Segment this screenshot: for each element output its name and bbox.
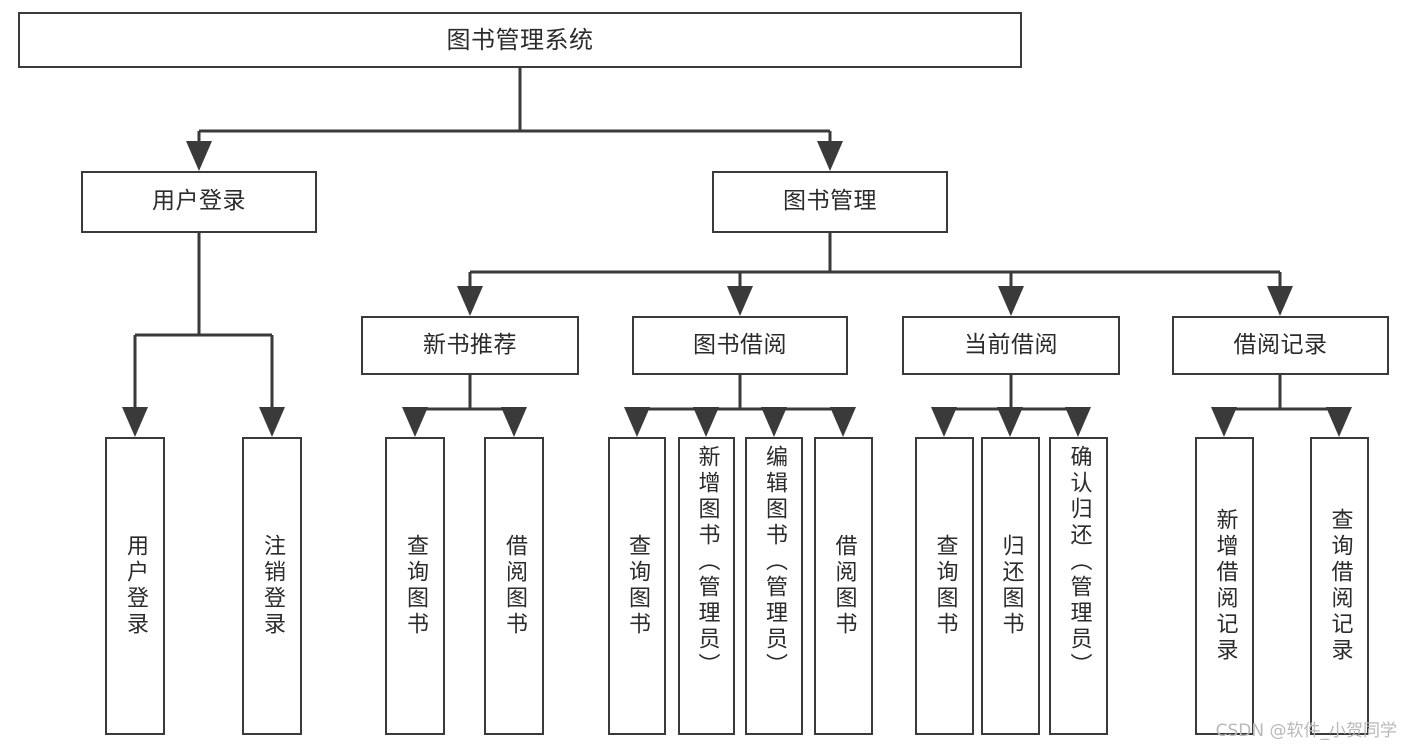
node-leaf-6-label: 编辑图书（管理员） bbox=[762, 445, 787, 679]
node-leaf-2-label: 查询图书 bbox=[403, 534, 428, 638]
arrow-head bbox=[624, 407, 650, 437]
node-leaf-7-label: 借阅图书 bbox=[831, 534, 857, 638]
arrow-head bbox=[1326, 407, 1352, 437]
node-leaf-12-label: 查询借阅记录 bbox=[1327, 508, 1353, 664]
node-level2-3-label: 借阅记录 bbox=[1233, 331, 1328, 358]
node-leaf-3[interactable]: 借阅图书 bbox=[484, 437, 544, 735]
node-leaf-5[interactable]: 新增图书（管理员） bbox=[678, 437, 735, 735]
node-leaf-0[interactable]: 用户登录 bbox=[105, 437, 165, 735]
node-leaf-10-label: 确认归还（管理员） bbox=[1066, 445, 1092, 679]
arrow-head bbox=[457, 286, 483, 316]
node-root-label: 图书管理系统 bbox=[446, 25, 594, 54]
node-root[interactable]: 图书管理系统 bbox=[18, 12, 1022, 68]
node-leaf-1-label: 注销登录 bbox=[260, 534, 285, 638]
node-leaf-9[interactable]: 归还图书 bbox=[981, 437, 1040, 735]
node-leaf-5-label: 新增图书（管理员） bbox=[694, 445, 720, 679]
node-leaf-4[interactable]: 查询图书 bbox=[608, 437, 666, 735]
node-leaf-6[interactable]: 编辑图书（管理员） bbox=[745, 437, 803, 735]
arrow-head bbox=[761, 407, 787, 437]
node-level1-0-label: 用户登录 bbox=[152, 188, 246, 215]
node-leaf-9-label: 归还图书 bbox=[998, 534, 1024, 638]
arrow-head bbox=[997, 407, 1023, 437]
node-leaf-4-label: 查询图书 bbox=[625, 534, 650, 638]
node-leaf-2[interactable]: 查询图书 bbox=[385, 437, 445, 735]
node-level1-0[interactable]: 用户登录 bbox=[81, 171, 317, 233]
arrow-head bbox=[727, 286, 753, 316]
arrow-head bbox=[402, 407, 428, 437]
arrow-head bbox=[817, 141, 843, 171]
arrow-head bbox=[1267, 286, 1293, 316]
node-leaf-7[interactable]: 借阅图书 bbox=[814, 437, 873, 735]
node-level2-2[interactable]: 当前借阅 bbox=[902, 316, 1120, 375]
node-level2-2-label: 当前借阅 bbox=[964, 331, 1058, 358]
arrow-head bbox=[186, 141, 212, 171]
arrow-head bbox=[122, 407, 148, 437]
node-leaf-8-label: 查询图书 bbox=[932, 534, 958, 638]
arrow-head bbox=[693, 407, 719, 437]
node-level1-1-label: 图书管理 bbox=[783, 188, 877, 215]
arrow-head bbox=[501, 407, 527, 437]
node-leaf-0-label: 用户登录 bbox=[123, 534, 148, 638]
node-level2-0-label: 新书推荐 bbox=[423, 331, 517, 358]
node-leaf-3-label: 借阅图书 bbox=[502, 534, 527, 638]
arrow-head bbox=[998, 286, 1024, 316]
node-leaf-10[interactable]: 确认归还（管理员） bbox=[1049, 437, 1108, 735]
node-level1-1[interactable]: 图书管理 bbox=[712, 171, 948, 233]
node-leaf-11-label: 新增借阅记录 bbox=[1212, 508, 1238, 664]
node-level2-1[interactable]: 图书借阅 bbox=[632, 316, 848, 375]
arrow-head bbox=[1065, 407, 1091, 437]
node-level2-0[interactable]: 新书推荐 bbox=[361, 316, 579, 375]
node-leaf-1[interactable]: 注销登录 bbox=[242, 437, 302, 735]
arrow-head bbox=[259, 407, 285, 437]
arrow-head bbox=[1211, 407, 1237, 437]
node-level2-1-label: 图书借阅 bbox=[693, 331, 787, 358]
node-leaf-8[interactable]: 查询图书 bbox=[915, 437, 974, 735]
arrow-head bbox=[830, 407, 856, 437]
node-leaf-12[interactable]: 查询借阅记录 bbox=[1310, 437, 1369, 735]
node-leaf-11[interactable]: 新增借阅记录 bbox=[1195, 437, 1254, 735]
arrow-head bbox=[931, 407, 957, 437]
node-level2-3[interactable]: 借阅记录 bbox=[1172, 316, 1389, 375]
watermark: CSDN @软件_小贺同学 bbox=[1215, 721, 1397, 741]
